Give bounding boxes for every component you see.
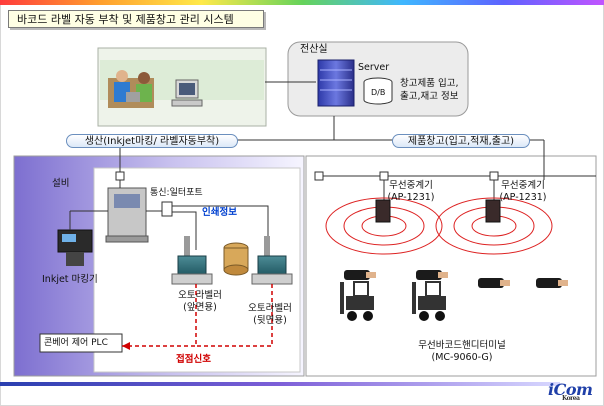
labeler-front-illustration [171,236,213,285]
inkjet-label: Inkjet 마킹기 [42,274,98,285]
handheld-terminal-3 [478,278,510,288]
handheld-terminal-4 [536,278,568,288]
print-info-label: 인쇄정보 [202,207,237,218]
warehouse-banner: 제품창고(입고,적재,출고) [392,134,530,148]
contact-signal-line-back [196,284,273,347]
labeler-front-sub: (앞면용) [183,301,217,313]
terminal-name: 무선바코드핸디터미널 [418,340,506,351]
inkjet-marker-illustration [57,229,93,266]
warehouse-panel [305,155,597,377]
wireless-relay-2 [485,199,501,223]
production-banner: 생산(Inkjet마킹/ 라벨자동부착) [66,134,238,148]
handheld-terminal-2 [416,270,448,280]
logo-sub: Korea [562,395,580,402]
network-tap-warehouse-1 [314,171,324,181]
labeler-back-sub: (뒷면용) [253,314,287,326]
relay2-label: 무선중계기 (AP-1231) [492,180,554,204]
office-workers-illustration [108,70,154,108]
bottom-bar [0,382,560,386]
labeler-back-name: 오토라벨러 [248,303,292,314]
relay1-name: 무선중계기 [389,180,433,191]
server-label: Server [358,62,390,73]
server-info-line-1: 창고제품 입고, [400,78,459,89]
office-pc-illustration [171,79,203,107]
database-cylinder [363,77,393,105]
labeler-back-illustration [251,236,293,285]
terminal-model: (MC-9060-G) [431,351,493,363]
server-tower-illustration [317,59,355,107]
forklift-2 [412,281,446,321]
contact-signal-label: 접점신호 [176,354,211,365]
equipment-machine [105,187,149,243]
terminal-label: 무선바코드핸디터미널 (MC-9060-G) [392,340,532,364]
label-roll-illustration [223,242,249,276]
network-tap-relay1 [379,171,389,181]
top-rainbow-bar [0,0,604,5]
logo-brand: iCom [548,380,593,399]
icom-logo: iCom Korea [548,380,593,402]
network-tap-relay2 [489,171,499,181]
forklift-1 [340,281,374,321]
relay2-name: 무선중계기 [501,180,545,191]
labeler-back-label: 오토라벨러 (뒷면용) [248,303,292,327]
relay1-label: 무선중계기 (AP-1231) [380,180,442,204]
db-label: D/B [371,88,386,97]
server-room-title: 전산실 [300,44,328,55]
network-tap-production [115,171,125,181]
handheld-terminal-1 [344,270,376,280]
relay1-model: (AP-1231) [387,191,435,203]
wireless-relay-1 [375,199,391,223]
plc-box [39,333,123,353]
diagram-title: 바코드 라벨 자동 부착 및 제품창고 관리 시스템 [8,10,264,28]
equipment-label: 설비 [52,178,70,189]
contact-signal-arrowhead [122,342,130,350]
server-info-line-2: 출고,재고 정보 [400,91,459,102]
labeler-front-name: 오토라벨러 [178,290,222,301]
plc-label: 콘베어 제어 PLC [44,338,108,348]
relay2-model: (AP-1231) [499,191,547,203]
comm-port-label: 통신:일터포트 [150,188,203,198]
comm-port-box [161,201,173,217]
labeler-front-label: 오토라벨러 (앞면용) [178,290,222,314]
